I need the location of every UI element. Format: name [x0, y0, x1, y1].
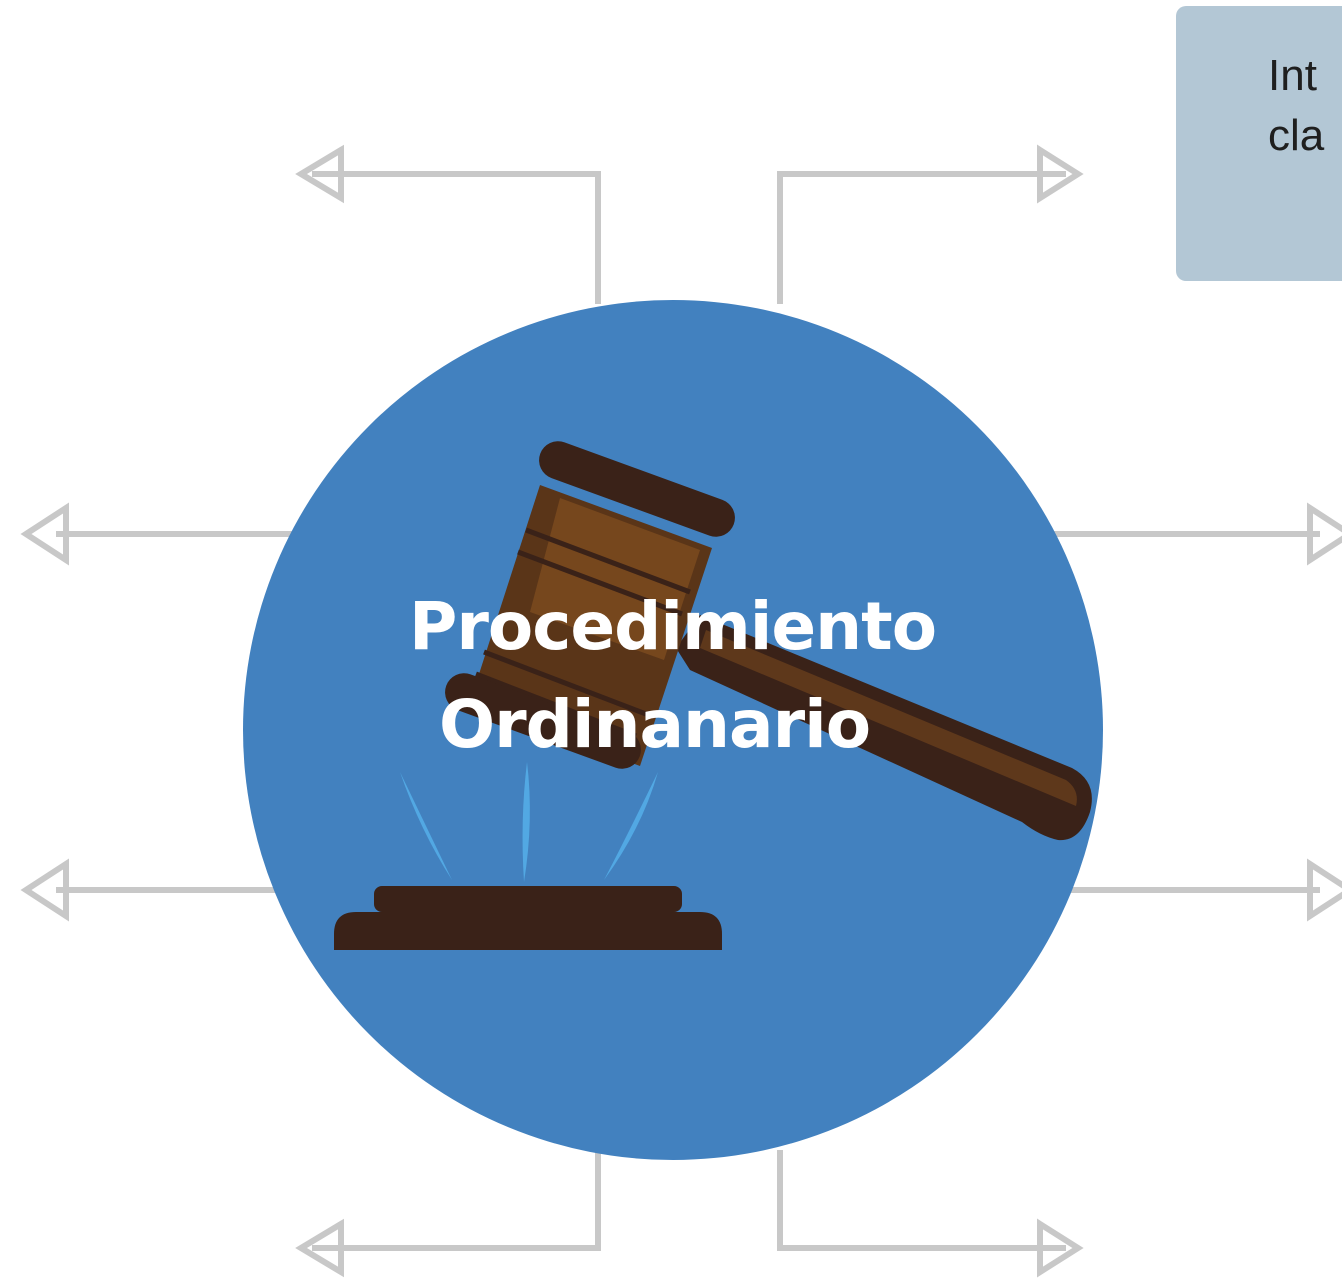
arrow-mid-left-lower-icon	[20, 858, 69, 922]
sound-block-icon	[334, 886, 722, 950]
arrow-bottom-left-icon	[295, 1218, 344, 1278]
connector-bottom-right	[777, 1150, 1066, 1251]
arrow-mid-left-upper-icon	[20, 502, 69, 566]
impact-splash-icon	[400, 762, 658, 882]
topic-card-partial[interactable]: Int cla	[1176, 6, 1342, 281]
topic-card-line-2: cla	[1268, 111, 1325, 160]
arrow-bottom-right-icon	[1037, 1218, 1084, 1278]
arrow-top-right-icon	[1037, 144, 1084, 204]
connector-top-left	[312, 171, 601, 304]
central-topic-title: Procedimiento Ordinanario	[243, 578, 1163, 774]
connector-bottom-left	[312, 1150, 601, 1251]
arrow-mid-right-lower-icon	[1307, 858, 1342, 922]
arrow-mid-right-upper-icon	[1307, 502, 1342, 566]
gavel-head	[445, 441, 735, 769]
arrow-top-left-icon	[295, 144, 344, 204]
connector-top-right	[777, 171, 1066, 304]
central-topic-title-line-2: Ordinanario	[439, 686, 871, 763]
central-topic-title-line-1: Procedimiento	[409, 588, 937, 665]
topic-card-line-1: Int	[1268, 51, 1317, 100]
